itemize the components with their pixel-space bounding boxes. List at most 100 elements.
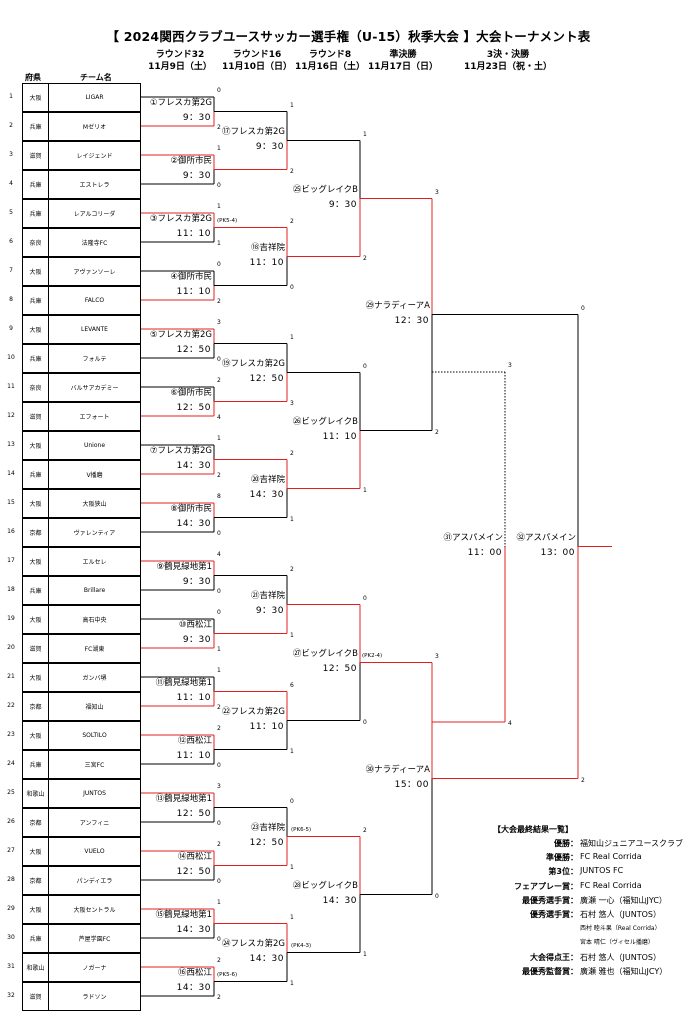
match-kickoff-time: 13：00 (540, 547, 575, 558)
match-venue: ㉕ビッグレイクB (292, 184, 358, 195)
score-bottom: 4 (508, 720, 512, 727)
score-top: 2 (363, 826, 367, 834)
score-bottom: 2 (217, 472, 221, 479)
team-name-cell: Brillare (48, 576, 141, 605)
score-top: 0 (217, 609, 221, 616)
team-name-cell: ラドソン (48, 982, 141, 1011)
score-bottom: 1 (290, 631, 294, 639)
match-kickoff-time: 9：30 (182, 170, 211, 181)
team-name-cell: FC湖東 (48, 634, 141, 663)
match-kickoff-time: 12：50 (249, 837, 284, 848)
score-top: 1 (290, 913, 294, 921)
score-top: 8 (217, 493, 221, 500)
team-name-cell: VUELO (48, 837, 141, 866)
match-venue: ㉔フレスカ第2G (222, 938, 285, 949)
score-bottom: 2 (435, 428, 439, 436)
team-name-cell: レアルコリーダ (48, 199, 141, 228)
team-seed-number: 31 (7, 963, 15, 970)
match-venue: ②御所市民 (170, 155, 212, 166)
match-venue: ⑬鶴見緑地第1 (155, 793, 212, 804)
match-kickoff-time: 14：30 (249, 953, 284, 964)
round-name: 準決勝 (389, 50, 417, 60)
team-seed-number: 23 (7, 731, 15, 738)
match-venue: ㉓吉祥院 (250, 822, 285, 833)
match-kickoff-time: 12：50 (176, 866, 211, 877)
match-kickoff-time: 9：30 (255, 605, 284, 616)
score-bottom: 0 (217, 588, 221, 595)
match-kickoff-time: 12：30 (394, 315, 429, 326)
team-seed-number: 12 (7, 412, 15, 419)
score-bottom: 2 (217, 994, 221, 1001)
award-value: 石村 悠人（JUNTOS） (580, 910, 662, 919)
round-name: ラウンド32 (155, 50, 205, 60)
score-top: 1 (217, 667, 221, 674)
team-name-cell: 高石中央 (48, 605, 141, 634)
round-name: 3決・決勝 (486, 50, 530, 60)
score-bottom: 4 (217, 414, 221, 421)
team-seed-number: 24 (7, 760, 15, 767)
score-top: 1 (363, 130, 367, 138)
match-kickoff-time: 14：30 (176, 460, 211, 471)
score-bottom: 0 (217, 762, 221, 769)
award-label: フェアプレー賞： (514, 881, 578, 891)
score-top: 3 (435, 652, 439, 660)
team-name-cell: LEVANTE (48, 315, 141, 344)
results-heading: 【大会最終結果一覧】 (493, 825, 573, 834)
award-label: 大会得点王： (530, 952, 578, 962)
team-seed-number: 22 (7, 702, 15, 709)
team-seed-number: 26 (7, 818, 15, 825)
team-seed-number: 1 (9, 93, 13, 100)
score-top: 0 (290, 797, 294, 805)
match-kickoff-time: 9：30 (182, 576, 211, 587)
team-name-cell: V播磨 (48, 460, 141, 489)
award-label: 優勝： (554, 839, 578, 848)
award-value: FC Real Corrida (580, 880, 642, 890)
team-name-cell: エルセレ (48, 547, 141, 576)
score-bottom: 0 (217, 530, 221, 537)
team-name-cell: SOLTILO (48, 721, 141, 750)
match-kickoff-time: 12：50 (176, 808, 211, 819)
score-bottom: 1 (363, 486, 367, 494)
score-top: 1 (217, 435, 221, 442)
team-column-header: チーム名 (80, 73, 112, 82)
round-name: ラウンド8 (308, 50, 352, 60)
score-bottom: 0 (217, 878, 221, 885)
score-top: 2 (217, 957, 221, 964)
team-seed-number: 18 (7, 586, 15, 593)
match-venue: ③フレスカ第2G (149, 213, 212, 224)
team-seed-number: 20 (7, 644, 15, 651)
match-kickoff-time: 11：10 (176, 286, 211, 297)
team-name-cell: バルサアカデミー (48, 373, 141, 402)
score-top: 1 (217, 203, 221, 210)
team-seed-number: 7 (9, 267, 13, 274)
team-seed-number: 19 (7, 615, 15, 622)
score-bottom: 1 (363, 950, 367, 958)
score-top: 3 (217, 783, 221, 790)
team-seed-number: 28 (7, 876, 15, 883)
team-seed-number: 25 (7, 789, 15, 796)
match-venue: ㉒フレスカ第2G (222, 706, 285, 717)
score-bottom: 1 (290, 515, 294, 523)
match-venue: ㉚ナラディーアA (365, 764, 430, 775)
match-kickoff-time: 12：50 (176, 402, 211, 413)
score-bottom: 2 (217, 124, 221, 131)
score-top: 0 (581, 304, 585, 312)
award-label: 準優勝： (546, 853, 578, 863)
score-bottom: 1 (290, 747, 294, 755)
match-venue: ①フレスカ第2G (149, 97, 212, 108)
team-seed-number: 29 (7, 905, 15, 912)
match-venue: ⑪鶴見緑地第1 (155, 677, 212, 688)
award-label: 最優秀監督賞： (522, 966, 578, 976)
match-kickoff-time: 9：30 (182, 112, 211, 123)
team-seed-number: 16 (7, 528, 15, 535)
match-kickoff-time: 11：10 (176, 750, 211, 761)
match-venue: ⑩西松江 (178, 619, 212, 630)
match-venue: ⑧御所市民 (170, 503, 212, 514)
score-bottom: 1 (217, 646, 221, 653)
team-name-cell: パンディエラ (48, 866, 141, 895)
